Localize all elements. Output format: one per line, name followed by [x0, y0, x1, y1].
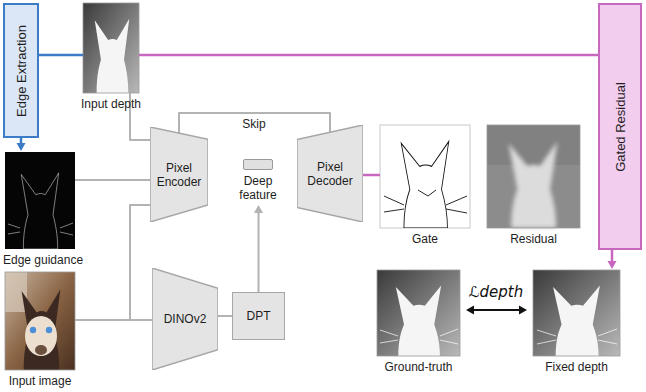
image-caption: Fixed depth [545, 360, 608, 374]
connector-line [218, 315, 232, 317]
encoder-trapezoid: DINOv2 [152, 268, 218, 370]
connector-line [39, 54, 83, 57]
feature-label: Deep feature [228, 174, 288, 202]
process-band: Edge Extraction [3, 3, 39, 138]
image-caption: Ground-truth [384, 360, 452, 374]
image-caption: Input depth [81, 97, 141, 111]
connector-line [258, 212, 260, 292]
block-label: DPT [247, 309, 271, 323]
image-panel: Gate [380, 125, 470, 228]
connector [39, 55, 83, 56]
block-label: Pixel Decoder [300, 160, 360, 188]
depth-picture [377, 270, 460, 356]
process-box: DPT [232, 292, 285, 340]
edge-label: ℒdepth [467, 283, 525, 301]
block-label: Pixel Encoder [153, 161, 205, 189]
gate-picture [380, 125, 470, 228]
arrow-head [608, 261, 617, 269]
arrow-head [466, 306, 474, 315]
process-band: Gated Residual [598, 3, 642, 250]
feature-rect [243, 159, 273, 170]
depth-picture [83, 3, 139, 93]
connector [75, 320, 152, 321]
connector-line [611, 250, 614, 262]
encoder-trapezoid: Pixel Encoder [150, 127, 208, 222]
connector-line [75, 319, 152, 321]
edge-picture [5, 152, 75, 249]
feature-box: Deep feature [228, 158, 288, 204]
image-panel: Input depth [83, 3, 139, 93]
arrow-head [17, 143, 26, 151]
connector [179, 113, 330, 133]
residual-picture [487, 125, 580, 228]
arrow-head [519, 306, 527, 315]
image-caption: Input image [9, 374, 72, 388]
image-panel: Residual [487, 125, 580, 228]
edge-label: Skip [240, 117, 267, 131]
image-caption: Residual [510, 232, 557, 246]
connector [75, 205, 150, 320]
connector [75, 180, 150, 181]
connector-line [139, 54, 598, 57]
connector [218, 316, 232, 317]
connector [254, 205, 263, 292]
image-panel: Fixed depth [533, 270, 620, 356]
connector-line [179, 113, 330, 133]
decoder-trapezoid: Pixel Decoder [297, 125, 363, 222]
image-caption: Gate [412, 232, 438, 246]
image-panel: Ground-truth [377, 270, 460, 356]
block-label: DINOv2 [164, 312, 207, 326]
image-panel: Input image [5, 272, 75, 370]
connector-line [75, 179, 150, 181]
connector [363, 175, 380, 176]
connector-line [363, 174, 380, 177]
image-panel: Edge guidance [5, 152, 75, 249]
depth-picture [533, 270, 620, 356]
photo-picture [5, 272, 75, 370]
band-label: Gated Residual [613, 82, 628, 172]
arrow-head [254, 205, 263, 213]
connector-line [75, 205, 150, 320]
image-caption: Edge guidance [3, 253, 83, 267]
connector [466, 306, 527, 315]
connector [608, 250, 617, 269]
band-label: Edge Extraction [14, 25, 29, 117]
connector [139, 55, 598, 56]
connector [17, 138, 26, 151]
connector-line [473, 309, 520, 311]
